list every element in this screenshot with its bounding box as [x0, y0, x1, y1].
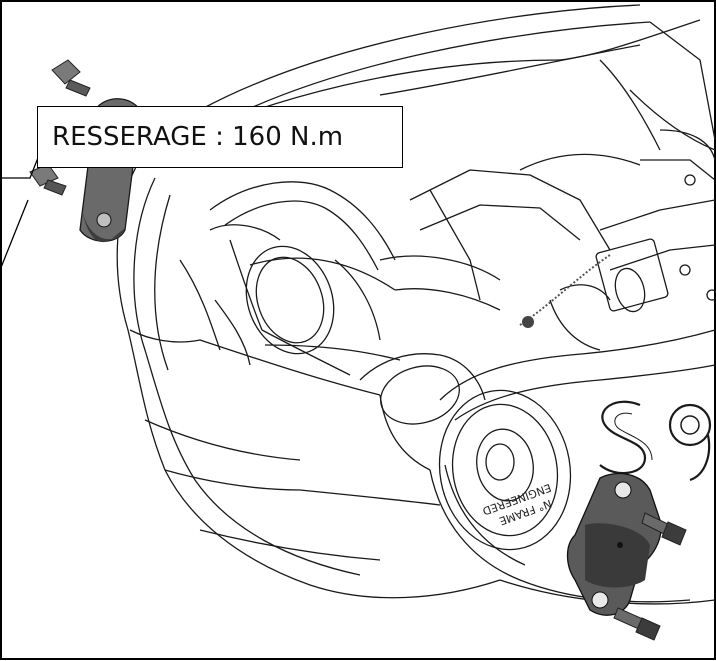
- line-fitting: [522, 316, 534, 328]
- bolt-lower-right-2: [613, 607, 661, 641]
- stamp-marking: N° FRAME ENGINEERED: [481, 481, 554, 528]
- hydraulic-line: [519, 254, 611, 326]
- bolt-lower-left: [29, 163, 67, 196]
- torque-callout-text: RESSERAGE : 160 N.m: [52, 122, 344, 152]
- frame-housing: [116, 4, 716, 605]
- torque-callout: RESSERAGE : 160 N.m: [37, 106, 403, 168]
- flange-right: [566, 472, 662, 616]
- bolt-lower-right-1: [641, 512, 687, 546]
- bolt-upper-left: [51, 59, 91, 97]
